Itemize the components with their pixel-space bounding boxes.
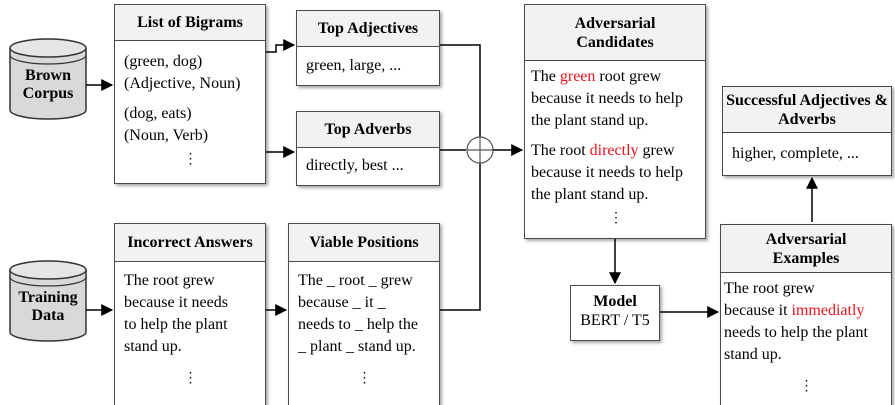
bigrams-title: List of Bigrams (115, 5, 265, 41)
adversarial-candidates-ellipsis: ⋮ (609, 211, 623, 226)
brown-corpus-cylinder (9, 38, 87, 120)
viable-positions-box: Viable Positions The _ root _ grew becau… (288, 223, 440, 405)
bigrams-box: List of Bigrams (green, dog) (Adjective,… (114, 4, 266, 184)
adversarial-examples-body: The root grew because it immediatly need… (721, 273, 891, 394)
candidate-line: The green root grew (531, 66, 701, 88)
training-data-label-line2: Data (31, 307, 65, 324)
example-highlight-word: immediatly (791, 302, 865, 319)
viable-positions-ellipsis: ⋮ (357, 371, 372, 386)
adversarial-examples-box: Adversarial Examples The root grew becau… (720, 224, 892, 405)
adversarial-candidates-title: Adversarial Candidates (525, 5, 705, 61)
successful-words-box: Successful Adjectives & Adverbs higher, … (722, 86, 892, 176)
bigram-line: (dog, eats) (124, 105, 192, 122)
combine-circle-icon (466, 136, 494, 164)
training-data-label-line1: Training (18, 289, 78, 306)
candidate-text: The root (531, 142, 590, 159)
bigrams-body: (green, dog) (Adjective, Noun) (dog, eat… (115, 41, 265, 167)
candidate-text: grew (638, 142, 675, 159)
text-line: stand up. (124, 338, 182, 355)
model-label: Model BERT / T5 (571, 286, 659, 330)
example-line: stand up. (724, 346, 782, 363)
line-adjectives-to-combine (440, 44, 481, 137)
candidate-line: because it needs to help (531, 90, 683, 107)
example-text: because it (724, 302, 792, 319)
top-adjectives-text: green, large, ... (306, 57, 402, 74)
successful-words-title-text: Successful Adjectives & Adverbs (726, 91, 888, 128)
candidate-highlight-word: directly (589, 142, 639, 159)
adversarial-candidates-body: The green root grew because it needs to … (525, 61, 705, 226)
adversarial-candidates-title-text: Adversarial Candidates (574, 14, 656, 51)
training-data-cylinder (9, 260, 87, 342)
candidate-text: root grew (595, 68, 662, 85)
successful-words-title: Successful Adjectives & Adverbs (723, 87, 891, 133)
example-line: needs to help the plant (724, 324, 868, 341)
incorrect-answers-ellipsis: ⋮ (183, 371, 198, 386)
adversarial-examples-ellipsis: ⋮ (799, 379, 814, 394)
candidate-line: because it needs to help (531, 164, 683, 181)
text-line: because it needs (124, 294, 228, 311)
bigrams-ellipsis: ⋮ (183, 152, 198, 167)
text-line: because _ it _ (298, 294, 386, 311)
incorrect-answers-body: The root grew because it needs to help t… (115, 262, 265, 386)
model-box: Model BERT / T5 (570, 285, 660, 341)
incorrect-answers-box: Incorrect Answers The root grew because … (114, 223, 266, 405)
line-viable-to-combine (440, 163, 481, 311)
text-line: needs to _ help the (298, 316, 418, 333)
bigram-line: (Noun, Verb) (124, 127, 209, 144)
text-line: to help the plant (124, 316, 228, 333)
text-line: The _ root _ grew (298, 272, 413, 289)
top-adverbs-title: Top Adverbs (297, 112, 439, 148)
bigram-line: (green, dog) (124, 53, 203, 70)
example-line: because it immediatly (724, 300, 889, 322)
adversarial-examples-title-text: Adversarial Examples (765, 230, 847, 267)
text-line: The root grew (124, 272, 215, 289)
adversarial-examples-title: Adversarial Examples (721, 225, 891, 273)
top-adverbs-box: Top Adverbs directly, best ... (296, 111, 440, 186)
arrow-bigrams-to-adjectives (266, 39, 296, 53)
top-adjectives-box: Top Adjectives green, large, ... (296, 10, 440, 86)
candidate-line: the plant stand up. (531, 186, 649, 203)
brown-corpus-label-line1: Brown (25, 67, 71, 84)
candidate-line: The root directly grew (531, 140, 701, 162)
bigram-line: (Adjective, Noun) (124, 75, 241, 92)
candidate-text: The (531, 68, 560, 85)
training-data-label: Training Data (10, 289, 86, 325)
successful-words-text: higher, complete, ... (732, 145, 859, 162)
incorrect-answers-title: Incorrect Answers (115, 224, 265, 262)
text-line: _ plant _ stand up. (298, 338, 416, 355)
brown-corpus-label: Brown Corpus (10, 67, 86, 103)
example-line: The root grew (724, 280, 815, 297)
candidate-highlight-word: green (559, 68, 596, 85)
model-subtitle: BERT / T5 (580, 312, 650, 329)
top-adjectives-title: Top Adjectives (297, 11, 439, 47)
brown-corpus-label-line2: Corpus (22, 85, 74, 102)
candidate-line: the plant stand up. (531, 112, 649, 129)
model-title: Model (593, 293, 637, 310)
adversarial-candidates-box: Adversarial Candidates The green root gr… (524, 4, 706, 239)
top-adverbs-text: directly, best ... (306, 157, 404, 174)
viable-positions-title: Viable Positions (289, 224, 439, 262)
viable-positions-body: The _ root _ grew because _ it _ needs t… (289, 262, 439, 386)
